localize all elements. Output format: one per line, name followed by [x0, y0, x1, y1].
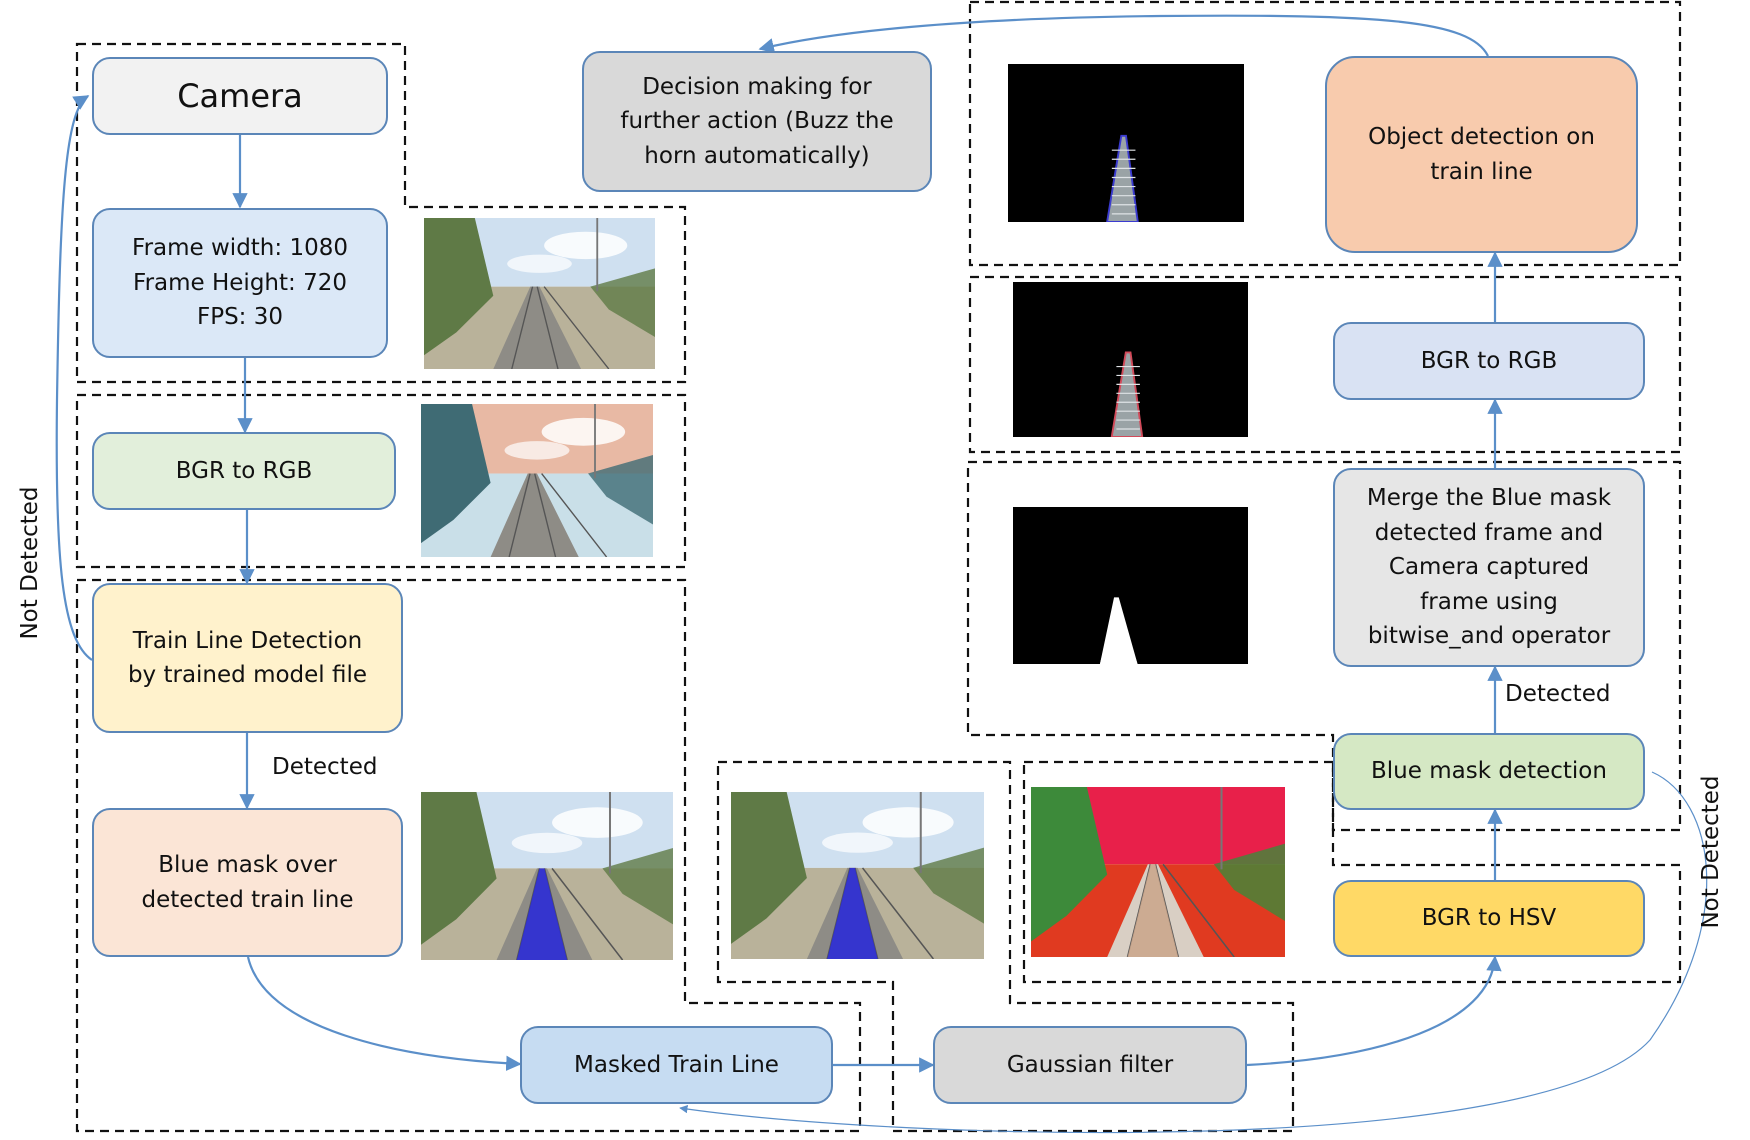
thumb-background	[1013, 507, 1248, 664]
vegetation-right	[588, 455, 653, 525]
vegetation-left	[421, 404, 491, 544]
thumb-blue-mask-frame	[421, 792, 673, 960]
detected-label-right: Detected	[1505, 681, 1611, 707]
vegetation-right	[1213, 843, 1285, 921]
arrow-object-to-decision	[758, 14, 1489, 57]
cloud-shape	[822, 832, 893, 853]
object-detection-box: Object detection on train line	[1325, 56, 1638, 253]
cloud-shape	[552, 807, 643, 838]
camera-box: Camera	[92, 57, 388, 135]
blue-mask-region	[827, 867, 878, 959]
gaussian-filter-label: Gaussian filter	[1006, 1051, 1174, 1078]
blue-mask-region	[1127, 864, 1179, 957]
merge-label: Merge the Blue mask detected frame and C…	[1366, 485, 1612, 650]
arrow-not-detected-left	[55, 95, 93, 661]
cloud-shape	[507, 254, 572, 273]
arrow-not-detected-right	[679, 771, 1708, 1134]
track-region	[1106, 134, 1139, 222]
vegetation-right	[590, 268, 655, 337]
rail-right	[536, 286, 559, 369]
cloud-shape	[511, 832, 583, 854]
region-merge-outline	[968, 275, 1682, 454]
blue-mask-over-box: Blue mask over detected train line	[92, 808, 403, 957]
region-masked-line-outline	[716, 760, 1295, 1133]
track-mask-shape	[1099, 597, 1138, 664]
frame-info-label: Frame width: 1080 Frame Height: 720 FPS:…	[132, 235, 348, 331]
cloud-shape	[504, 441, 570, 460]
rail-right	[534, 473, 557, 557]
rail-second	[861, 867, 934, 959]
frame-info-box: Frame width: 1080 Frame Height: 720 FPS:…	[92, 208, 388, 358]
bgr-to-rgb-box-right: BGR to RGB	[1333, 322, 1645, 400]
bgr-to-hsv-box: BGR to HSV	[1333, 880, 1645, 957]
blue-mask-detection-label: Blue mask detection	[1371, 758, 1607, 785]
rail-second	[543, 286, 610, 369]
thumb-hsv-frame	[1031, 787, 1285, 957]
train-line-detection-label: Train Line Detection by trained model fi…	[127, 627, 368, 689]
rail-left	[511, 286, 534, 369]
region-detection-outline	[75, 578, 862, 1133]
region-blue-mask-outline	[966, 460, 1682, 832]
rail-left	[1126, 864, 1152, 957]
masked-train-line-box: Masked Train Line	[520, 1026, 833, 1104]
vegetation-right	[602, 848, 673, 925]
rail-left	[508, 473, 531, 557]
cloud-shape	[541, 417, 626, 446]
train-line-detection-box: Train Line Detection by trained model fi…	[92, 583, 403, 733]
thumb-masked-line-frame	[731, 792, 984, 959]
rail-right	[543, 868, 568, 960]
bgr-to-rgb-box-left: BGR to RGB	[92, 432, 396, 510]
gaussian-filter-box: Gaussian filter	[933, 1026, 1247, 1104]
thumb-binary-mask	[1013, 507, 1248, 664]
merge-box: Merge the Blue mask detected frame and C…	[1333, 468, 1645, 667]
not-detected-label-left: Not Detected	[17, 486, 43, 640]
blue-mask-region	[516, 868, 568, 960]
rail-second	[541, 473, 608, 557]
vegetation-left	[1031, 787, 1108, 942]
vegetation-right	[913, 847, 984, 924]
detected-label-left: Detected	[272, 754, 378, 780]
rail-second	[551, 867, 624, 960]
decision-box: Decision making for further action (Buzz…	[582, 51, 932, 192]
object-detection-label: Object detection on train line	[1368, 124, 1595, 185]
thumb-rgb-frame	[421, 404, 653, 557]
not-detected-label-right: Not Detected	[1698, 775, 1724, 929]
track-region	[1110, 351, 1144, 437]
thumb-raw-frame	[424, 218, 655, 369]
region-object-detect-outline	[968, 0, 1682, 267]
track-bed	[493, 286, 582, 369]
blue-mask-over-label: Blue mask over detected train line	[141, 852, 354, 913]
region-camera-outline	[75, 42, 687, 384]
arrow-gaussian-to-hsv	[1246, 955, 1502, 1067]
bgr-to-rgb-label-left: BGR to RGB	[175, 457, 313, 484]
track-bed	[490, 473, 579, 557]
cloud-shape	[544, 231, 628, 260]
region-bgr-rgb-outline	[75, 393, 687, 569]
cloud-shape	[862, 807, 954, 838]
decision-label: Decision making for further action (Buzz…	[620, 73, 894, 169]
thumb-merged-frame	[1013, 282, 1248, 437]
camera-label: Camera	[177, 77, 303, 115]
bgr-to-rgb-label-right: BGR to RGB	[1420, 347, 1558, 374]
masked-train-line-label: Masked Train Line	[574, 1051, 779, 1078]
vegetation-left	[424, 218, 494, 356]
blue-mask-detection-box: Blue mask detection	[1333, 733, 1645, 810]
rail-second	[1162, 863, 1235, 957]
bgr-to-hsv-label: BGR to HSV	[1421, 905, 1557, 932]
thumb-object-detect	[1008, 64, 1244, 222]
arrow-bluemask-to-masked	[246, 956, 522, 1071]
rail-left	[516, 868, 541, 960]
vegetation-left	[421, 792, 497, 945]
rail-right	[1154, 864, 1180, 957]
vegetation-left	[731, 792, 807, 944]
